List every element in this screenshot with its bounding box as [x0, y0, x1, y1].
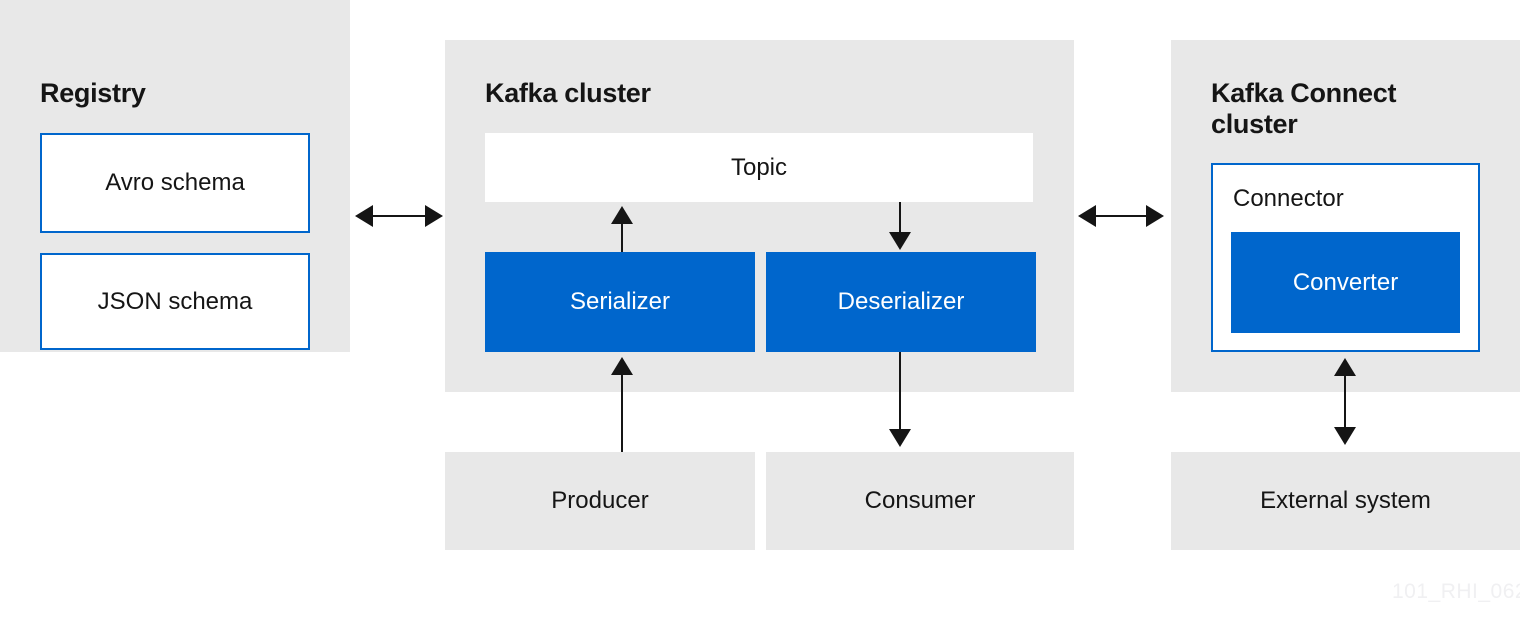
kafka-connect-double-arrow-icon — [1078, 205, 1164, 227]
converter-label: Converter — [1292, 268, 1399, 296]
converter-box: Converter — [1231, 232, 1460, 333]
topic-to-deserializer-arrow-icon — [889, 202, 911, 250]
consumer-label: Consumer — [864, 487, 976, 514]
watermark-text: 101_RHI_0620 — [1392, 580, 1520, 603]
kafka-connect-title: Kafka Connect cluster — [1211, 78, 1397, 139]
connector-label: Connector — [1233, 185, 1344, 212]
topic-box: Topic — [485, 133, 1033, 202]
producer-box: Producer — [445, 452, 755, 550]
kafka-cluster-title: Kafka cluster — [485, 78, 651, 108]
topic-label: Topic — [730, 153, 788, 181]
external-system-box: External system — [1171, 452, 1520, 550]
json-schema-box: JSON schema — [40, 253, 310, 350]
deserializer-to-consumer-arrow-icon — [889, 352, 911, 447]
deserializer-label: Deserializer — [837, 288, 965, 315]
registry-title: Registry — [40, 78, 146, 108]
avro-schema-label: Avro schema — [105, 169, 245, 196]
avro-schema-box: Avro schema — [40, 133, 310, 233]
consumer-box: Consumer — [766, 452, 1074, 550]
registry-kafka-double-arrow-icon — [355, 205, 443, 227]
producer-label: Producer — [551, 487, 649, 514]
serializer-label: Serializer — [569, 288, 671, 315]
serializer-box: Serializer — [485, 252, 755, 352]
serializer-to-topic-arrow-icon — [611, 206, 633, 252]
connector-external-double-arrow-icon — [1334, 358, 1356, 445]
json-schema-label: JSON schema — [97, 287, 253, 315]
external-system-label: External system — [1260, 487, 1431, 514]
connector-box: Connector Converter — [1211, 163, 1480, 352]
producer-to-serializer-arrow-icon — [611, 357, 633, 452]
deserializer-box: Deserializer — [766, 252, 1036, 352]
